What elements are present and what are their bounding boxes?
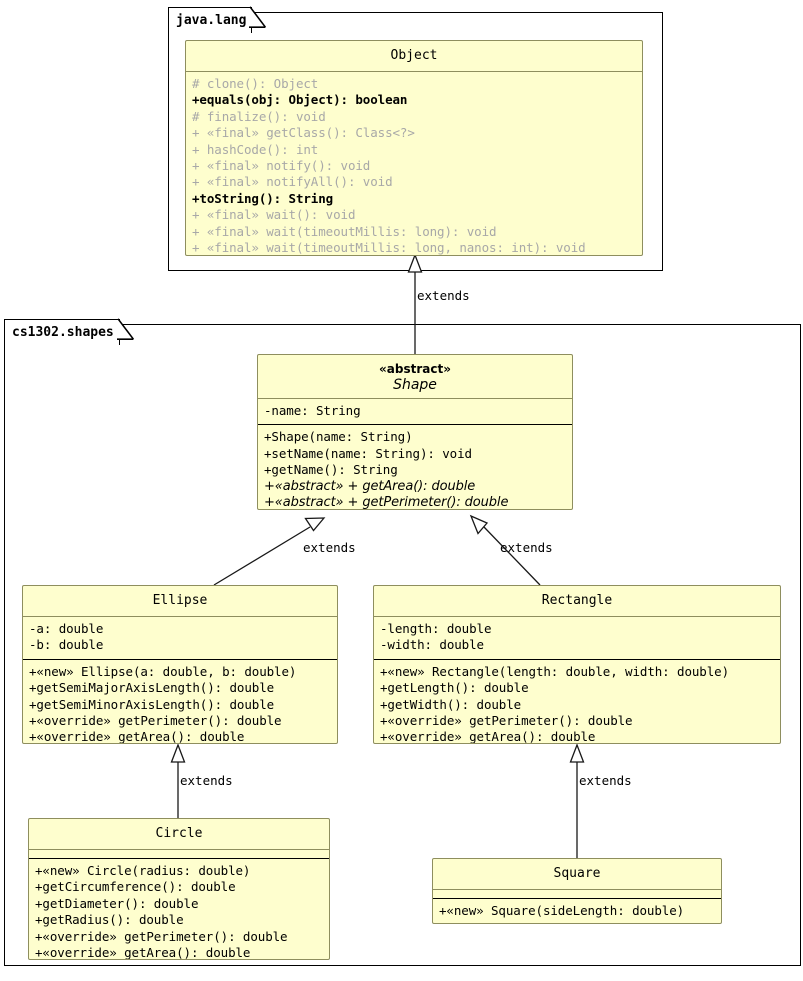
compartment-separator — [29, 849, 329, 850]
class-name-rectangle: Rectangle — [541, 593, 613, 608]
method-item: +getDiameter(): double — [35, 895, 199, 911]
class-header-circle: Circle — [29, 819, 329, 849]
package-tab-cut-cs1302-shapes — [117, 318, 135, 341]
class-box-square[interactable]: Square +«new» Square(sideLength: double) — [432, 858, 722, 924]
class-attributes-shape: -name: String — [258, 399, 572, 424]
class-methods-circle: +«new» Circle(radius: double) +getCircum… — [29, 859, 329, 960]
method-item: +«override» getPerimeter(): double — [380, 713, 633, 729]
class-name-circle: Circle — [155, 826, 203, 841]
attribute-item: -a: double — [29, 621, 104, 636]
class-box-rectangle[interactable]: Rectangle -length: double -width: double… — [373, 585, 781, 744]
class-header-square: Square — [433, 859, 721, 889]
compartment-separator — [433, 898, 721, 899]
method-item: +toString(): String — [192, 190, 334, 206]
method-item: +getLength(): double — [380, 680, 529, 696]
method-item: +«override» getPerimeter(): double — [35, 928, 288, 944]
compartment-separator — [433, 889, 721, 890]
class-attributes-square — [433, 890, 721, 898]
method-item: + «final» wait(timeoutMillis: long, nano… — [192, 240, 586, 256]
edge-label-shape-object: extends — [417, 288, 470, 303]
class-attributes-rectangle: -length: double -width: double — [374, 617, 780, 659]
package-tab-cut-java-lang — [249, 6, 267, 29]
method-item: +getName(): String — [264, 462, 398, 478]
method-item: +Shape(name: String) — [264, 429, 413, 445]
class-attributes-circle — [29, 850, 329, 858]
method-item: +getWidth(): double — [380, 696, 522, 712]
method-item: +getCircumference(): double — [35, 879, 236, 895]
class-header-object: Object — [186, 41, 642, 71]
compartment-separator — [374, 658, 780, 660]
class-methods-shape: +Shape(name: String) +setName(name: Stri… — [258, 425, 572, 510]
compartment-separator — [23, 658, 337, 660]
class-attributes-ellipse: -a: double -b: double — [23, 617, 337, 659]
class-name-ellipse: Ellipse — [152, 593, 208, 608]
method-item: +«override» getArea(): double — [29, 729, 245, 744]
edge-label-circle-ellipse: extends — [180, 773, 233, 788]
attribute-item: -width: double — [380, 637, 484, 653]
class-header-ellipse: Ellipse — [23, 586, 337, 616]
attribute-item: -b: double — [29, 637, 104, 653]
method-item: +getSemiMinorAxisLength(): double — [29, 696, 275, 712]
class-box-shape[interactable]: «abstract» Shape -name: String +Shape(na… — [257, 354, 573, 510]
package-label-cs1302-shapes: cs1302.shapes — [12, 325, 114, 340]
class-box-ellipse[interactable]: Ellipse -a: double -b: double +«new» Ell… — [22, 585, 338, 744]
method-item: # finalize(): void — [192, 108, 326, 124]
method-item: +getRadius(): double — [35, 912, 184, 928]
method-item: +equals(obj: Object): boolean — [192, 92, 408, 108]
compartment-separator — [374, 616, 780, 617]
method-item: +«override» getArea(): double — [380, 729, 596, 744]
method-item: +«abstract» + getArea(): double — [264, 478, 476, 494]
method-item: +«abstract» + getPerimeter(): double — [264, 495, 509, 510]
class-name-shape: Shape — [393, 377, 437, 393]
class-box-object[interactable]: Object # clone(): Object +equals(obj: Ob… — [185, 40, 643, 256]
compartment-separator — [186, 71, 642, 72]
edge-label-square-rectangle: extends — [579, 773, 632, 788]
compartment-separator — [258, 424, 572, 426]
class-name-object: Object — [390, 48, 438, 63]
attribute-item: -length: double — [380, 621, 492, 636]
package-tab-java-lang: java.lang — [168, 7, 252, 33]
method-item: +«new» Rectangle(length: double, width: … — [380, 663, 730, 679]
method-item: + «final» notifyAll(): void — [192, 174, 393, 190]
package-tab-cs1302-shapes: cs1302.shapes — [4, 319, 120, 345]
method-item: +«new» Square(sideLength: double) — [439, 903, 685, 918]
compartment-separator — [258, 398, 572, 399]
class-box-circle[interactable]: Circle +«new» Circle(radius: double) +ge… — [28, 818, 330, 960]
method-item: +getSemiMajorAxisLength(): double — [29, 680, 275, 696]
package-frame-cs1302-shapes — [4, 324, 801, 966]
method-item: +setName(name: String): void — [264, 445, 472, 461]
method-item: +«new» Ellipse(a: double, b: double) — [29, 663, 297, 679]
package-label-java-lang: java.lang — [176, 13, 247, 28]
class-stereotype-shape: «abstract» — [379, 362, 451, 376]
method-item: + hashCode(): int — [192, 141, 319, 157]
class-methods-object: # clone(): Object +equals(obj: Object): … — [186, 72, 642, 256]
compartment-separator — [23, 616, 337, 617]
class-header-rectangle: Rectangle — [374, 586, 780, 616]
attribute-item: -name: String — [264, 403, 361, 418]
compartment-separator — [29, 858, 329, 859]
method-item: +«override» getArea(): double — [35, 945, 251, 960]
class-name-square: Square — [553, 866, 601, 881]
method-item: + «final» notify(): void — [192, 158, 371, 174]
method-item: +«new» Circle(radius: double) — [35, 863, 251, 878]
method-item: # clone(): Object — [192, 76, 319, 91]
class-methods-rectangle: +«new» Rectangle(length: double, width: … — [374, 660, 780, 744]
edge-label-ellipse-shape: extends — [303, 540, 356, 555]
method-item: + «final» wait(): void — [192, 207, 356, 223]
class-methods-ellipse: +«new» Ellipse(a: double, b: double) +ge… — [23, 660, 337, 744]
method-item: +«override» getPerimeter(): double — [29, 713, 282, 729]
class-header-shape: «abstract» Shape — [258, 355, 572, 398]
class-methods-square: +«new» Square(sideLength: double) — [433, 899, 721, 923]
method-item: + «final» wait(timeoutMillis: long): voi… — [192, 223, 497, 239]
edge-label-rectangle-shape: extends — [500, 540, 553, 555]
method-item: + «final» getClass(): Class<?> — [192, 125, 415, 141]
